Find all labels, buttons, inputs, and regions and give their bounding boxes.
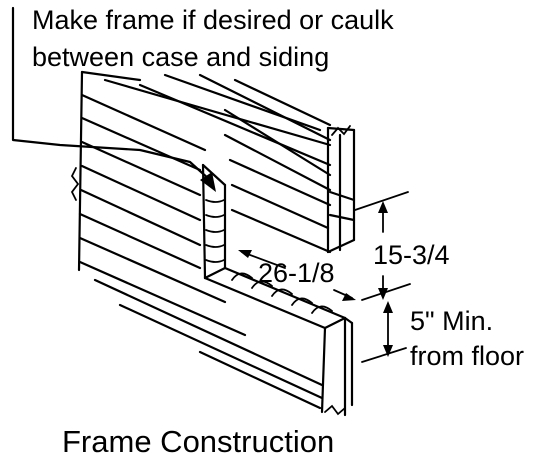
min-height-label-line2: from floor bbox=[410, 341, 524, 371]
siding-wall bbox=[70, 70, 332, 410]
callout-leader bbox=[11, 6, 216, 192]
height-dimension-label: 15-3/4 bbox=[373, 240, 450, 270]
upper-case-corner bbox=[326, 125, 356, 254]
width-dimension-label: 26-1/8 bbox=[258, 258, 335, 288]
height-dimension bbox=[354, 191, 411, 301]
callout-text-line1: Make frame if desired or caulk bbox=[32, 5, 394, 35]
min-height-dimension bbox=[361, 301, 407, 363]
lower-case-corner bbox=[320, 316, 354, 417]
opening-frame bbox=[201, 163, 347, 330]
width-dimension bbox=[238, 250, 356, 301]
diagram-caption: Frame Construction bbox=[62, 424, 334, 459]
min-height-label-line1: 5" Min. bbox=[410, 306, 493, 336]
callout-text-line2: between case and siding bbox=[32, 42, 329, 72]
